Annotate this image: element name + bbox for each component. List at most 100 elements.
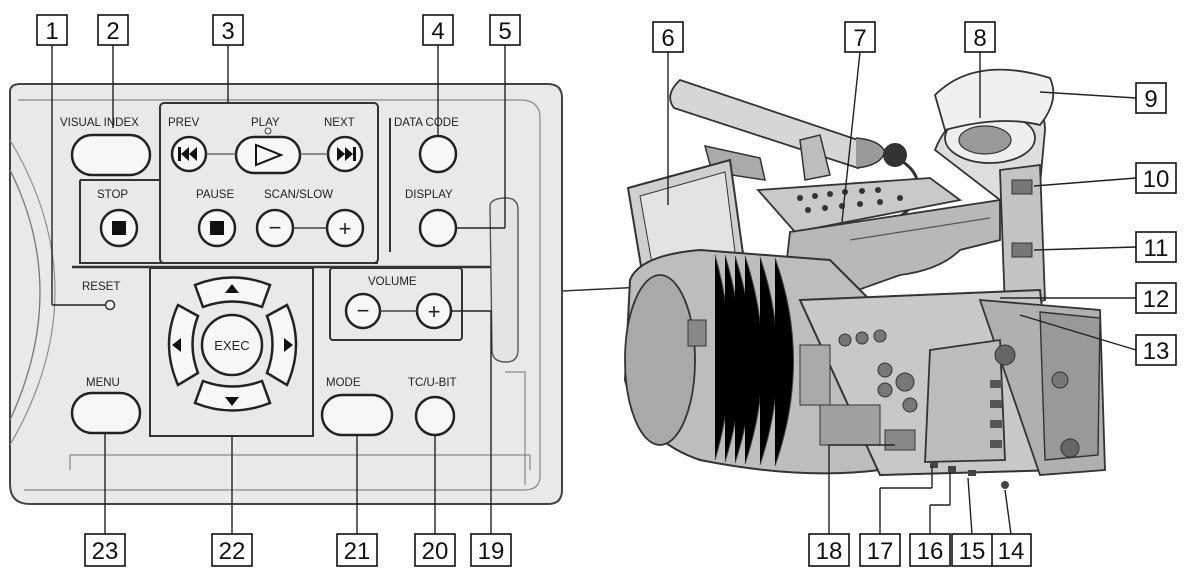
svg-text:23: 23 [92, 538, 119, 565]
stop-icon [112, 221, 126, 235]
svg-text:21: 21 [344, 538, 371, 565]
reset-label: RESET [82, 281, 120, 293]
callout-23: 23 [84, 533, 126, 567]
menu-button[interactable] [70, 391, 142, 435]
mode-label: MODE [326, 377, 361, 389]
callout-10: 10 [1135, 162, 1177, 194]
svg-text:20: 20 [422, 538, 449, 565]
callout-19: 19 [470, 533, 512, 567]
callout-12: 12 [1135, 282, 1177, 314]
data-code-button[interactable] [418, 134, 458, 174]
volume-minus-icon: − [357, 298, 370, 323]
exec-label: EXEC [214, 338, 249, 353]
svg-text:10: 10 [1143, 166, 1170, 193]
svg-text:18: 18 [816, 538, 843, 565]
right-button[interactable] [265, 303, 298, 387]
callout-22: 22 [211, 533, 253, 567]
svg-text:4: 4 [431, 18, 444, 45]
scan-slow-minus-button[interactable]: − [255, 208, 295, 248]
volume-plus-button[interactable]: + [415, 292, 453, 330]
down-button[interactable] [193, 379, 272, 412]
control-panel: VISUAL INDEX PREV PLAY NEXT STOP PAUSE S… [9, 83, 791, 505]
data-code-label: DATA CODE [394, 117, 459, 129]
tc-ubit-label: TC/U-BIT [408, 377, 457, 389]
callout-20: 20 [414, 533, 456, 567]
menu-label: MENU [86, 377, 120, 389]
display-button[interactable] [418, 208, 458, 248]
volume-minus-button[interactable]: − [344, 292, 382, 330]
svg-text:17: 17 [867, 538, 894, 565]
callout-8: 8 [964, 21, 996, 53]
callout-14: 14 [990, 533, 1032, 567]
prev-button[interactable] [170, 135, 208, 173]
callout-11: 11 [1135, 231, 1177, 263]
svg-text:16: 16 [917, 538, 944, 565]
next-label: NEXT [324, 117, 355, 129]
scan-slow-plus-button[interactable]: + [325, 208, 365, 248]
svg-text:8: 8 [973, 25, 986, 52]
svg-text:2: 2 [106, 18, 119, 45]
callout-9: 9 [1135, 82, 1167, 114]
up-arrow-icon [225, 284, 239, 293]
callout-13: 13 [1135, 334, 1177, 366]
callout-18: 18 [808, 533, 850, 567]
svg-text:3: 3 [221, 18, 234, 45]
svg-text:22: 22 [219, 538, 246, 565]
pause-label: PAUSE [196, 189, 234, 201]
svg-text:13: 13 [1143, 338, 1170, 365]
svg-text:6: 6 [661, 25, 674, 52]
svg-text:12: 12 [1143, 286, 1170, 313]
callout-6: 6 [652, 21, 684, 53]
svg-text:11: 11 [1144, 235, 1169, 262]
volume-plus-icon: + [428, 299, 441, 324]
prev-label: PREV [168, 117, 200, 129]
svg-text:5: 5 [498, 18, 511, 45]
visual-index-label: VISUAL INDEX [60, 117, 139, 129]
callout-17: 17 [859, 533, 901, 567]
play-icon [255, 143, 284, 167]
callout-16: 16 [909, 533, 951, 567]
reset-button[interactable] [104, 299, 116, 311]
callout-7: 7 [844, 21, 876, 53]
scan-slow-label: SCAN/SLOW [264, 189, 333, 201]
exec-button[interactable]: EXEC [200, 313, 264, 377]
callout-1: 1 [36, 14, 68, 46]
mode-button[interactable] [320, 393, 394, 437]
svg-text:19: 19 [478, 538, 505, 565]
stop-label: STOP [97, 189, 128, 201]
svg-text:14: 14 [998, 538, 1025, 565]
callout-15: 15 [951, 533, 993, 567]
callout-2: 2 [97, 14, 129, 46]
next-button[interactable] [326, 135, 364, 173]
down-arrow-icon [225, 397, 239, 406]
arrow-pad: EXEC [167, 276, 298, 412]
left-arrow-icon [172, 338, 181, 352]
callout-3: 3 [212, 14, 244, 46]
play-button[interactable] [234, 127, 302, 175]
play-label: PLAY [251, 117, 280, 129]
leader-lines [51, 45, 1137, 535]
svg-text:9: 9 [1144, 86, 1157, 113]
svg-text:7: 7 [853, 25, 866, 52]
minus-icon: − [269, 215, 282, 240]
camcorder-illustration [623, 68, 1106, 489]
pause-button[interactable] [197, 208, 237, 248]
stop-button[interactable] [99, 208, 139, 248]
callouts: 1 2 3 4 5 6 7 8 9 10 11 12 13 14 15 16 1… [36, 14, 1177, 567]
volume-label: VOLUME [368, 276, 417, 288]
tc-ubit-button[interactable] [414, 395, 456, 437]
right-arrow-icon [284, 338, 293, 352]
pause-icon [210, 221, 224, 235]
up-button[interactable] [193, 276, 272, 309]
plus-icon: + [339, 216, 352, 241]
svg-text:1: 1 [45, 18, 58, 45]
visual-index-button[interactable] [70, 133, 152, 177]
next-icon [337, 147, 345, 161]
callout-5: 5 [489, 14, 521, 46]
display-label: DISPLAY [405, 189, 453, 201]
callout-21: 21 [336, 533, 378, 567]
left-button[interactable] [167, 303, 200, 387]
svg-text:15: 15 [959, 538, 986, 565]
prev-icon [178, 147, 181, 161]
